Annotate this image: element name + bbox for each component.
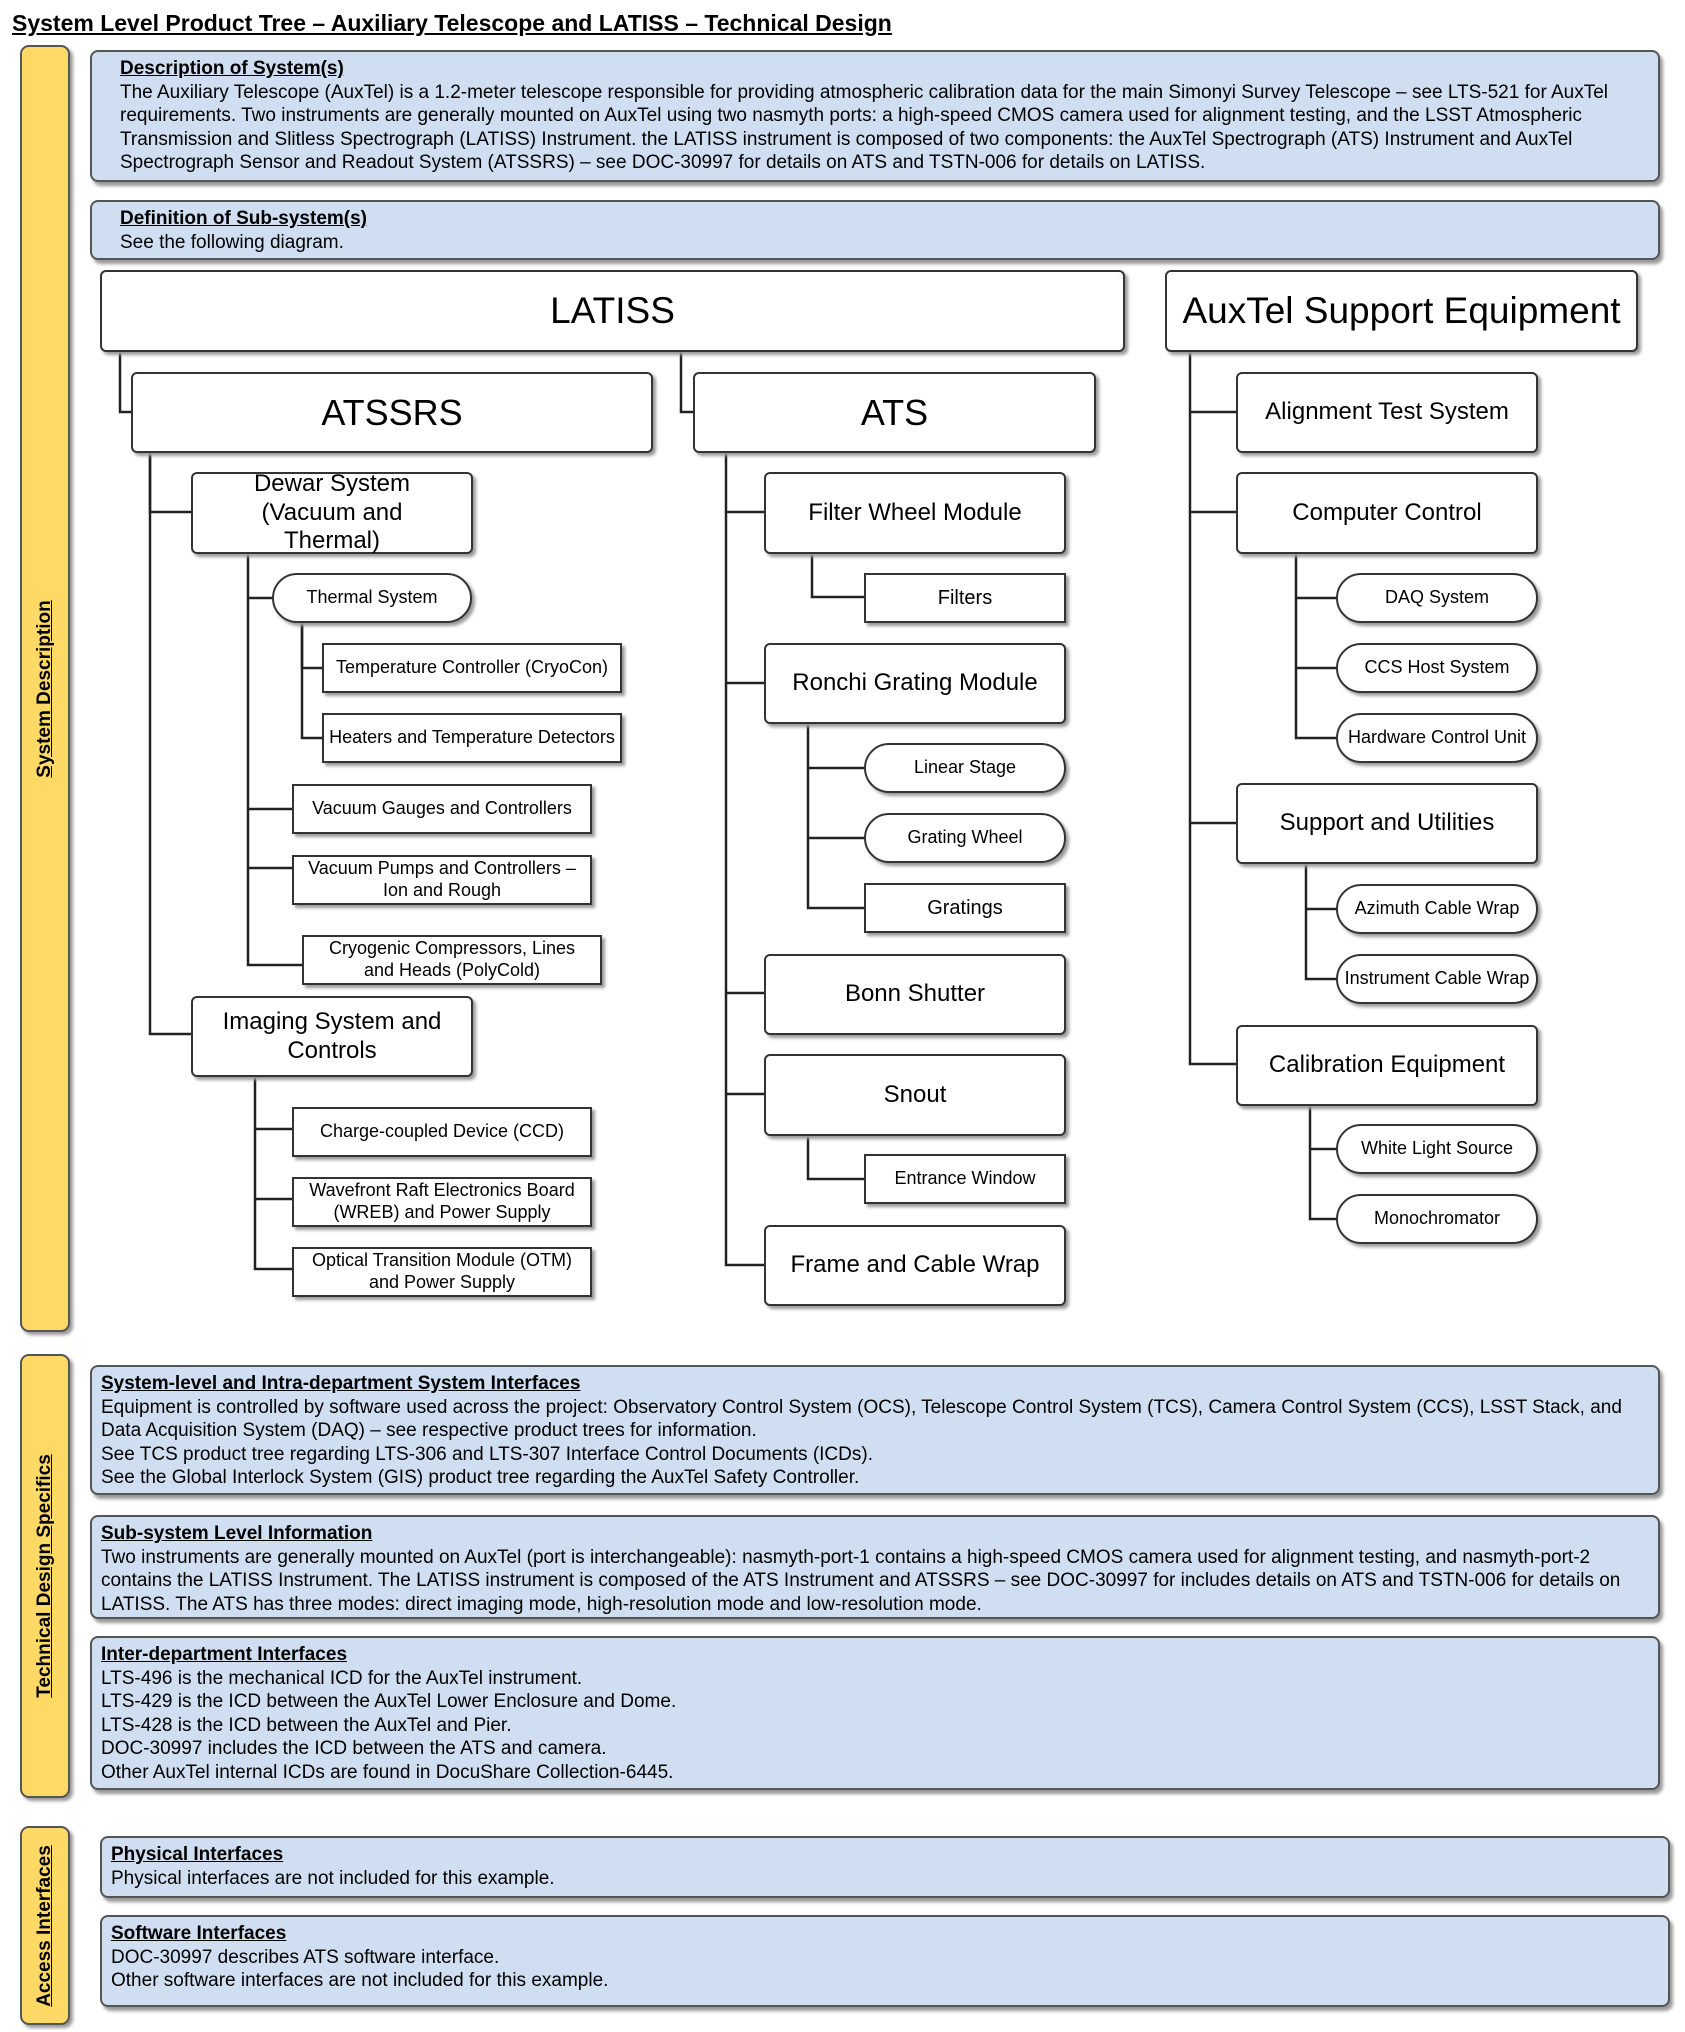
tree-node-instrument-cable-wrap: Instrument Cable Wrap xyxy=(1336,954,1538,1004)
tree-node-gratings: Gratings xyxy=(864,883,1066,933)
panel-heading: Definition of Sub-system(s) xyxy=(120,208,368,229)
inter-department-panel: Inter-department Interfaces LTS-496 is t… xyxy=(90,1636,1660,1790)
tree-node-support-utilities: Support and Utilities xyxy=(1236,783,1538,864)
panel-text: Physical interfaces are not included for… xyxy=(111,1867,555,1889)
description-panel: Description of System(s) The Auxiliary T… xyxy=(90,50,1660,182)
system-interfaces-panel: System-level and Intra-department System… xyxy=(90,1365,1660,1495)
tree-node-cryogenic-compressors: Cryogenic Compressors, Lines and Heads (… xyxy=(302,935,602,985)
tree-node-linear-stage: Linear Stage xyxy=(864,743,1066,793)
tree-node-heaters: Heaters and Temperature Detectors xyxy=(322,713,622,763)
panel-text: The Auxiliary Telescope (AuxTel) is a 1.… xyxy=(120,81,1609,174)
tree-node-hardware-control-unit: Hardware Control Unit xyxy=(1336,713,1538,763)
panel-heading: Sub-system Level Information xyxy=(101,1523,373,1544)
tree-node-ronchi-grating-module: Ronchi Grating Module xyxy=(764,643,1066,724)
panel-line: DOC-30997 describes ATS software interfa… xyxy=(111,1946,500,1968)
tree-node-temperature-controller: Temperature Controller (CryoCon) xyxy=(322,643,622,693)
subsystem-info-panel: Sub-system Level Information Two instrum… xyxy=(90,1515,1660,1619)
panel-line: Other AuxTel internal ICDs are found in … xyxy=(101,1761,674,1783)
panel-heading: Physical Interfaces xyxy=(111,1844,284,1865)
tree-node-wreb: Wavefront Raft Electronics Board (WREB) … xyxy=(292,1177,592,1227)
tree-connectors xyxy=(118,352,1336,1271)
tree-node-ats: ATS xyxy=(693,372,1096,453)
panel-heading: System-level and Intra-department System… xyxy=(101,1373,581,1394)
tree-node-frame-cable-wrap: Frame and Cable Wrap xyxy=(764,1225,1066,1306)
physical-interfaces-panel: Physical Interfaces Physical interfaces … xyxy=(100,1836,1670,1898)
panel-line: LTS-428 is the ICD between the AuxTel an… xyxy=(101,1714,512,1736)
panel-line: Other software interfaces are not includ… xyxy=(111,1970,609,1991)
section-label: Access Interfaces xyxy=(34,1844,55,2007)
panel-text: Two instruments are generally mounted on… xyxy=(101,1546,1621,1615)
tree-node-vacuum-pumps: Vacuum Pumps and Controllers – Ion and R… xyxy=(292,855,592,905)
panel-heading: Description of System(s) xyxy=(120,58,344,79)
section-system-description: System Description xyxy=(20,45,70,1332)
panel-heading: Inter-department Interfaces xyxy=(101,1644,348,1665)
tree-node-snout: Snout xyxy=(764,1054,1066,1136)
tree-node-vacuum-gauges: Vacuum Gauges and Controllers xyxy=(292,784,592,834)
panel-line: DOC-30997 includes the ICD between the A… xyxy=(101,1738,607,1759)
tree-node-entrance-window: Entrance Window xyxy=(864,1154,1066,1204)
page-title: System Level Product Tree – Auxiliary Te… xyxy=(12,10,892,36)
panel-line: LTS-496 is the mechanical ICD for the Au… xyxy=(101,1667,583,1689)
tree-node-dewar-system: Dewar System (Vacuum and Thermal) xyxy=(191,470,473,554)
tree-node-filters: Filters xyxy=(864,573,1066,623)
panel-heading: Software Interfaces xyxy=(111,1923,287,1944)
tree-node-bonn-shutter: Bonn Shutter xyxy=(764,954,1066,1035)
panel-line: See TCS product tree regarding LTS-306 a… xyxy=(101,1443,873,1465)
tree-node-calibration-equipment: Calibration Equipment xyxy=(1236,1025,1538,1106)
tree-node-latiss: LATISS xyxy=(100,270,1125,352)
tree-node-otm: Optical Transition Module (OTM) and Powe… xyxy=(292,1247,592,1297)
panel-text: See the following diagram. xyxy=(120,231,344,253)
tree-node-grating-wheel: Grating Wheel xyxy=(864,813,1066,863)
tree-node-white-light-source: White Light Source xyxy=(1336,1124,1538,1174)
tree-node-filter-wheel-module: Filter Wheel Module xyxy=(764,472,1066,554)
tree-node-computer-control: Computer Control xyxy=(1236,472,1538,554)
tree-node-atssrs: ATSSRS xyxy=(131,372,653,453)
subsystem-definition-panel: Definition of Sub-system(s) See the foll… xyxy=(90,200,1660,260)
panel-line: See the Global Interlock System (GIS) pr… xyxy=(101,1467,860,1488)
section-label: Technical Design Specifics xyxy=(34,1454,55,1698)
panel-line: LTS-429 is the ICD between the AuxTel Lo… xyxy=(101,1691,677,1712)
tree-node-auxtel-support-equipment: AuxTel Support Equipment xyxy=(1165,270,1638,352)
tree-node-alignment-test-system: Alignment Test System xyxy=(1236,372,1538,453)
tree-node-thermal-system: Thermal System xyxy=(272,573,472,623)
software-interfaces-panel: Software Interfaces DOC-30997 describes … xyxy=(100,1915,1670,2007)
section-access-interfaces: Access Interfaces xyxy=(20,1826,70,2025)
tree-node-ccs-host-system: CCS Host System xyxy=(1336,643,1538,693)
tree-node-daq-system: DAQ System xyxy=(1336,573,1538,623)
tree-node-azimuth-cable-wrap: Azimuth Cable Wrap xyxy=(1336,884,1538,934)
tree-node-ccd: Charge-coupled Device (CCD) xyxy=(292,1107,592,1157)
section-technical-design: Technical Design Specifics xyxy=(20,1354,70,1798)
tree-node-monochromator: Monochromator xyxy=(1336,1194,1538,1244)
panel-line: Equipment is controlled by software used… xyxy=(101,1396,1622,1442)
tree-node-imaging-system: Imaging System and Controls xyxy=(191,996,473,1077)
